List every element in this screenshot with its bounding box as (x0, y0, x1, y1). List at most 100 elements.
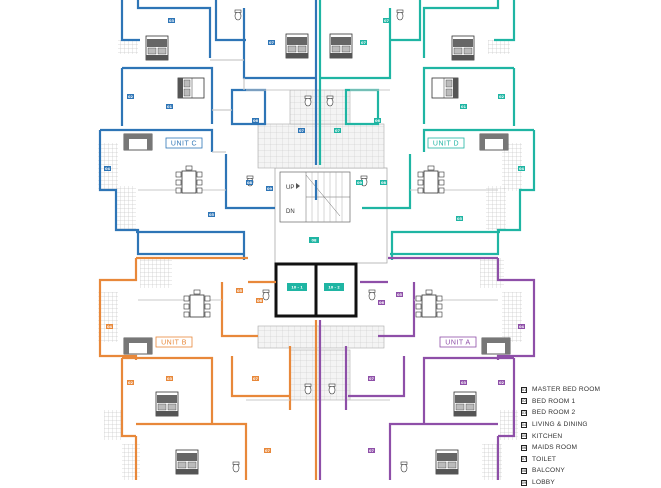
room-tag: 07 (384, 19, 390, 23)
room-tag: 02 (499, 381, 505, 385)
room-tag: 01 (461, 105, 467, 109)
room-tag: 09 (357, 181, 363, 185)
bed-icon (329, 33, 353, 59)
room-tag: 06 (379, 301, 385, 305)
room-tags-a: 06 05 04 07 03 02 07 (368, 292, 525, 453)
room-tags-c: 03 01 02 04 05 06 07 07 08 09 (104, 18, 305, 217)
room-tag: 04 (519, 167, 525, 171)
unit-a-label: UNIT A (445, 340, 470, 347)
sofa-icon (123, 337, 153, 355)
legend-label: MAIDS ROOM (532, 444, 578, 452)
bed-icon (155, 391, 179, 417)
dining-table-icon (183, 289, 211, 318)
room-tag: 05 (209, 213, 215, 217)
lobby-tag: 08 (311, 239, 317, 243)
unit-c (98, 0, 318, 260)
dining-table-icon (417, 165, 445, 194)
room-tag: 07 (361, 41, 367, 45)
unit-b-label: UNIT B (161, 340, 187, 347)
unit-c-walls-grey (210, 59, 245, 153)
legend-label: TOILET (532, 455, 557, 463)
legend-label: LOBBY (532, 479, 555, 487)
room-tag: 05 (457, 217, 463, 221)
room-tag: 03 (461, 381, 467, 385)
room-tags-d: 07 01 02 04 05 06 07 07 08 09 (334, 18, 525, 221)
room-tag: 05 (237, 289, 243, 293)
toilet-icon (234, 9, 242, 21)
legend-code: 08 (521, 467, 527, 474)
unit-d-label: UNIT D (433, 141, 459, 148)
legend-label: BED ROOM 1 (532, 397, 576, 405)
central-core: UP DN 10 - 1 10 - 2 08 (257, 89, 388, 401)
bed-icon (285, 33, 309, 59)
room-tag: 01 (167, 105, 173, 109)
room-tag: 07 (369, 377, 375, 381)
toilet-icon (304, 383, 312, 395)
room-tag: 04 (105, 167, 111, 171)
legend-code: 02 (521, 398, 527, 405)
sofa-icon (479, 133, 509, 151)
legend-label: MASTER BED ROOM (532, 386, 601, 394)
legend-label: LIVING & DINING (532, 421, 588, 429)
toilet-icon (304, 95, 312, 107)
room-tag: 03 (169, 19, 175, 23)
room-tag: 08 (247, 181, 253, 185)
room-tag: 08 (381, 181, 387, 185)
stair-up-label: UP (286, 185, 294, 191)
bed-icon (435, 449, 459, 475)
bed-icon (431, 77, 459, 99)
room-tags-b: 06 05 04 07 03 02 07 (106, 288, 271, 453)
room-tag: 09 (267, 187, 273, 191)
legend-code: 01 (521, 386, 527, 393)
room-tag: 04 (519, 325, 525, 329)
toilet-icon (368, 289, 376, 301)
toilet-icon (328, 383, 336, 395)
room-tag: 06 (257, 299, 263, 303)
sofa-icon (481, 337, 511, 355)
room-tag: 03 (167, 377, 173, 381)
room-tag: 07 (369, 449, 375, 453)
legend-label: KITCHEN (532, 432, 563, 440)
stair-down-label: DN (286, 209, 295, 215)
sofa-icon (123, 133, 153, 151)
bed-icon (175, 449, 199, 475)
legend-code: 04 (521, 421, 527, 428)
lift-2-tag: 10 - 2 (328, 286, 340, 290)
lift-block: 10 - 1 10 - 2 (274, 262, 358, 318)
room-tag: 05 (397, 293, 403, 297)
legend-label: BALCONY (532, 467, 565, 475)
bed-icon (145, 35, 169, 61)
room-tag: 07 (253, 377, 259, 381)
unit-a (318, 256, 536, 480)
room-tag: 07 (269, 41, 275, 45)
room-tag: 06 (253, 119, 259, 123)
toilet-icon (400, 461, 408, 473)
legend-item: 04 LIVING & DINING (521, 419, 661, 431)
toilet-icon (396, 9, 404, 21)
legend-item: 01 MASTER BED ROOM (521, 384, 661, 396)
room-tag: 07 (299, 129, 305, 133)
toilet-icon (262, 289, 270, 301)
legend-item: 07 TOILET (521, 454, 661, 466)
room-tag: 07 (265, 449, 271, 453)
legend-code: 07 (521, 456, 527, 463)
bed-icon (451, 35, 475, 61)
room-tag: 06 (375, 119, 381, 123)
legend-code: 05 (521, 433, 527, 440)
toilet-icon (326, 95, 334, 107)
bed-icon (177, 77, 205, 99)
room-tag: 02 (128, 95, 134, 99)
bed-icon (453, 391, 477, 417)
legend-item: 05 KITCHEN (521, 430, 661, 442)
unit-c-label: UNIT C (171, 141, 197, 148)
legend-label: BED ROOM 2 (532, 409, 576, 417)
dining-table-icon (175, 165, 203, 194)
legend-item: 02 BED ROOM 1 (521, 396, 661, 408)
unit-labels: UNIT C UNIT D UNIT B UNIT A (155, 137, 477, 348)
dining-table-icon (415, 289, 443, 318)
